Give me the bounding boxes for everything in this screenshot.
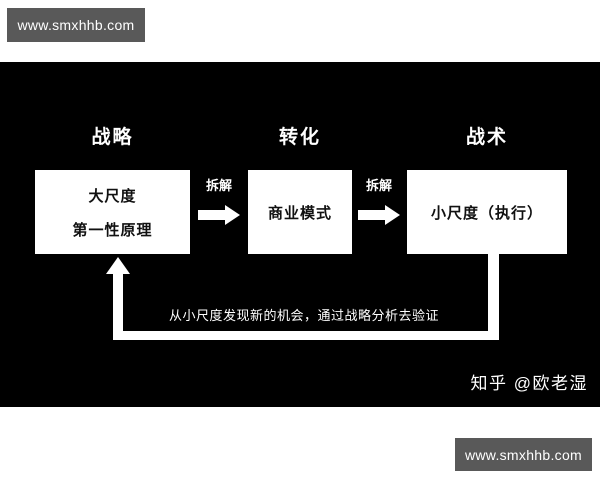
decompose-arrow-1: 拆解: [194, 175, 244, 225]
feedback-loop-left-shaft: [113, 273, 123, 335]
right-arrow-icon: [198, 205, 240, 225]
watermark-bottom-right: www.smxhhb.com: [455, 438, 592, 471]
feedback-loop-right-bar: [488, 252, 499, 340]
watermark-top-left: www.smxhhb.com: [7, 8, 145, 42]
box-line: 商业模式: [267, 204, 332, 222]
decompose-arrow-2: 拆解: [354, 175, 404, 225]
up-arrow-icon: [106, 257, 130, 274]
strategy-box: 大尺度 第一性原理: [35, 170, 190, 254]
arrow-head: [385, 205, 400, 225]
feedback-loop-label: 从小尺度发现新的机会，通过战略分析去验证: [168, 308, 439, 323]
arrow-shaft: [358, 210, 385, 220]
tactics-box: 小尺度（执行）: [407, 170, 567, 254]
zhihu-credit: 知乎 @欧老湿: [470, 374, 588, 393]
arrow-shaft: [198, 210, 225, 220]
arrow-label: 拆解: [365, 178, 392, 193]
column-header-strategy: 战略: [91, 127, 134, 148]
column-header-conversion: 转化: [278, 127, 321, 148]
box-line: 第一性原理: [72, 221, 153, 239]
business-model-box: 商业模式: [248, 170, 352, 254]
watermark-text: www.smxhhb.com: [464, 446, 582, 463]
feedback-loop-bottom-bar: [113, 331, 499, 340]
arrow-head: [225, 205, 240, 225]
box-line: 小尺度（执行）: [430, 204, 543, 222]
box-line: 大尺度: [88, 187, 137, 205]
arrow-label: 拆解: [205, 178, 232, 193]
right-arrow-icon: [358, 205, 400, 225]
column-header-tactics: 战术: [465, 127, 508, 148]
watermark-text: www.smxhhb.com: [17, 17, 135, 33]
diagram-canvas: 战略 转化 战术 大尺度 第一性原理 拆解 商业模式 拆解 小尺度（执行）: [0, 62, 600, 407]
